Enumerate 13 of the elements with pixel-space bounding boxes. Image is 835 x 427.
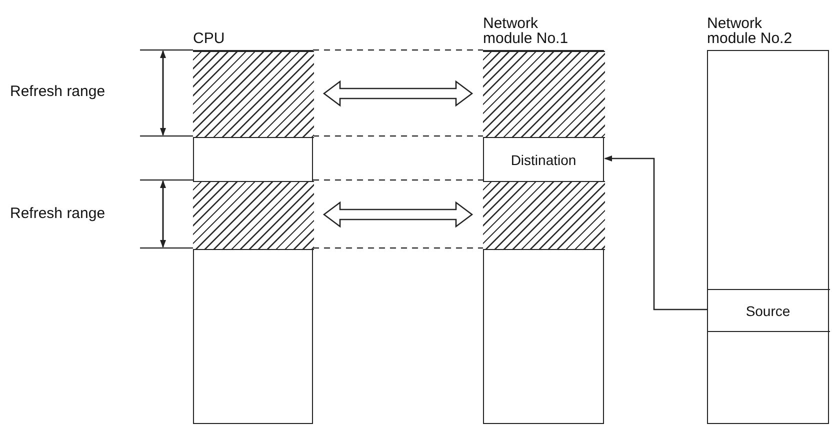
double-arrow bbox=[322, 80, 474, 107]
range-label: Refresh range bbox=[10, 83, 106, 100]
column-heading: Network module No.1 bbox=[483, 16, 570, 46]
refresh-area bbox=[482, 51, 604, 138]
range-label: Refresh range bbox=[10, 205, 106, 222]
double-arrow bbox=[322, 201, 474, 228]
refresh-area bbox=[482, 181, 604, 250]
memory-area: Source bbox=[706, 289, 830, 332]
column-heading: CPU bbox=[193, 31, 226, 46]
refresh-area bbox=[192, 51, 314, 138]
arrow bbox=[604, 156, 707, 310]
column-heading: Network module No.2 bbox=[707, 16, 794, 46]
refresh-area bbox=[192, 181, 314, 250]
